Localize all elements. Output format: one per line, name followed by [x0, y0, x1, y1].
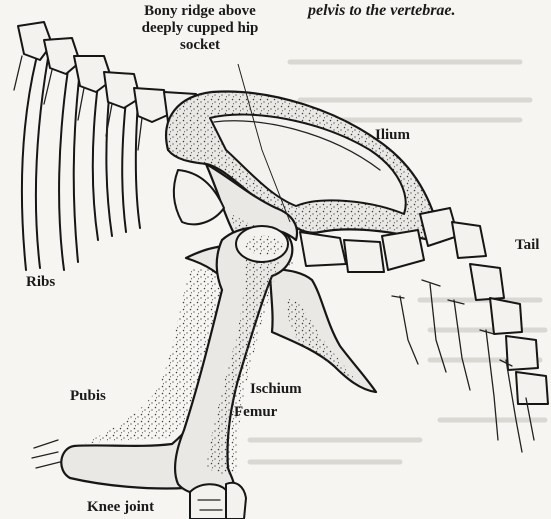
tail-vertebrae — [300, 208, 548, 452]
label-ischium: Ischium — [250, 381, 302, 398]
label-bony-ridge: Bony ridge above deeply cupped hip socke… — [130, 3, 270, 54]
label-femur: Femur — [234, 404, 277, 421]
caption-text: pelvis to the vertebrae. — [308, 2, 456, 19]
label-tail: Tail — [515, 237, 539, 254]
label-pubis: Pubis — [70, 388, 106, 405]
label-ribs: Ribs — [26, 274, 55, 291]
label-knee-joint: Knee joint — [87, 499, 154, 516]
ischium-bone — [270, 268, 376, 392]
knee-joint-bones — [190, 483, 246, 519]
label-ilium: Ilium — [375, 127, 410, 144]
